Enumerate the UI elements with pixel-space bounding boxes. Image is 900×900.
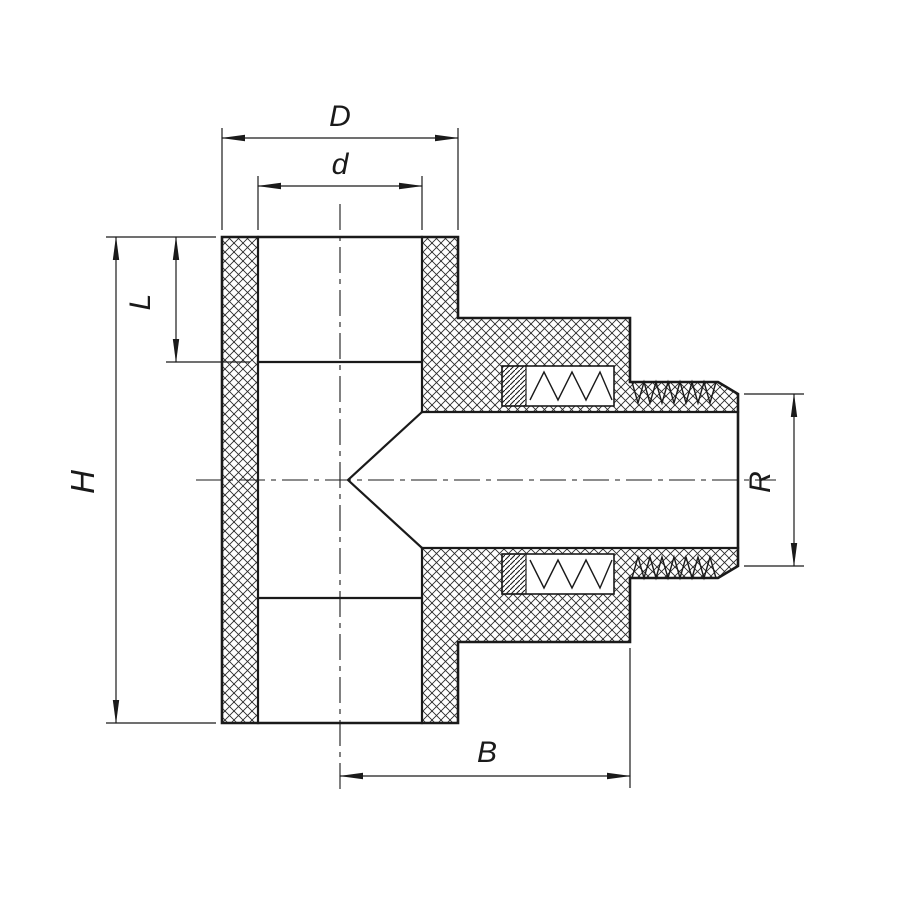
thread-zigzag-top bbox=[631, 379, 717, 406]
dim-label-D: D bbox=[329, 100, 351, 133]
centerlines bbox=[196, 204, 776, 792]
thread-profile bbox=[631, 379, 717, 581]
thread-zigzag-bottom bbox=[631, 554, 717, 581]
dimension-H: H bbox=[64, 236, 216, 724]
dim-label-R: R bbox=[744, 471, 777, 493]
hatch-lower-body bbox=[422, 548, 738, 723]
dim-label-H: H bbox=[64, 470, 101, 494]
hatch-upper-body bbox=[422, 237, 738, 412]
insert-detail-top bbox=[501, 365, 615, 407]
insert-thread-symbol-top bbox=[529, 370, 613, 402]
part-outline bbox=[220, 235, 740, 725]
outer-contour bbox=[220, 235, 740, 725]
dimension-R: R bbox=[744, 393, 804, 567]
dim-label-d: d bbox=[332, 148, 350, 181]
insert-hatch-block-top bbox=[501, 365, 527, 407]
insert-detail-bottom bbox=[501, 553, 615, 595]
dim-label-L: L bbox=[124, 294, 157, 311]
dimension-B: B bbox=[339, 648, 631, 788]
dimension-d: d bbox=[257, 148, 423, 230]
insert-hatch-block-bottom bbox=[501, 553, 527, 595]
dim-label-B: B bbox=[477, 736, 497, 769]
dimension-L: L bbox=[124, 236, 250, 363]
insert-thread-symbol-bottom bbox=[529, 558, 613, 590]
dimension-D: D bbox=[221, 100, 459, 230]
